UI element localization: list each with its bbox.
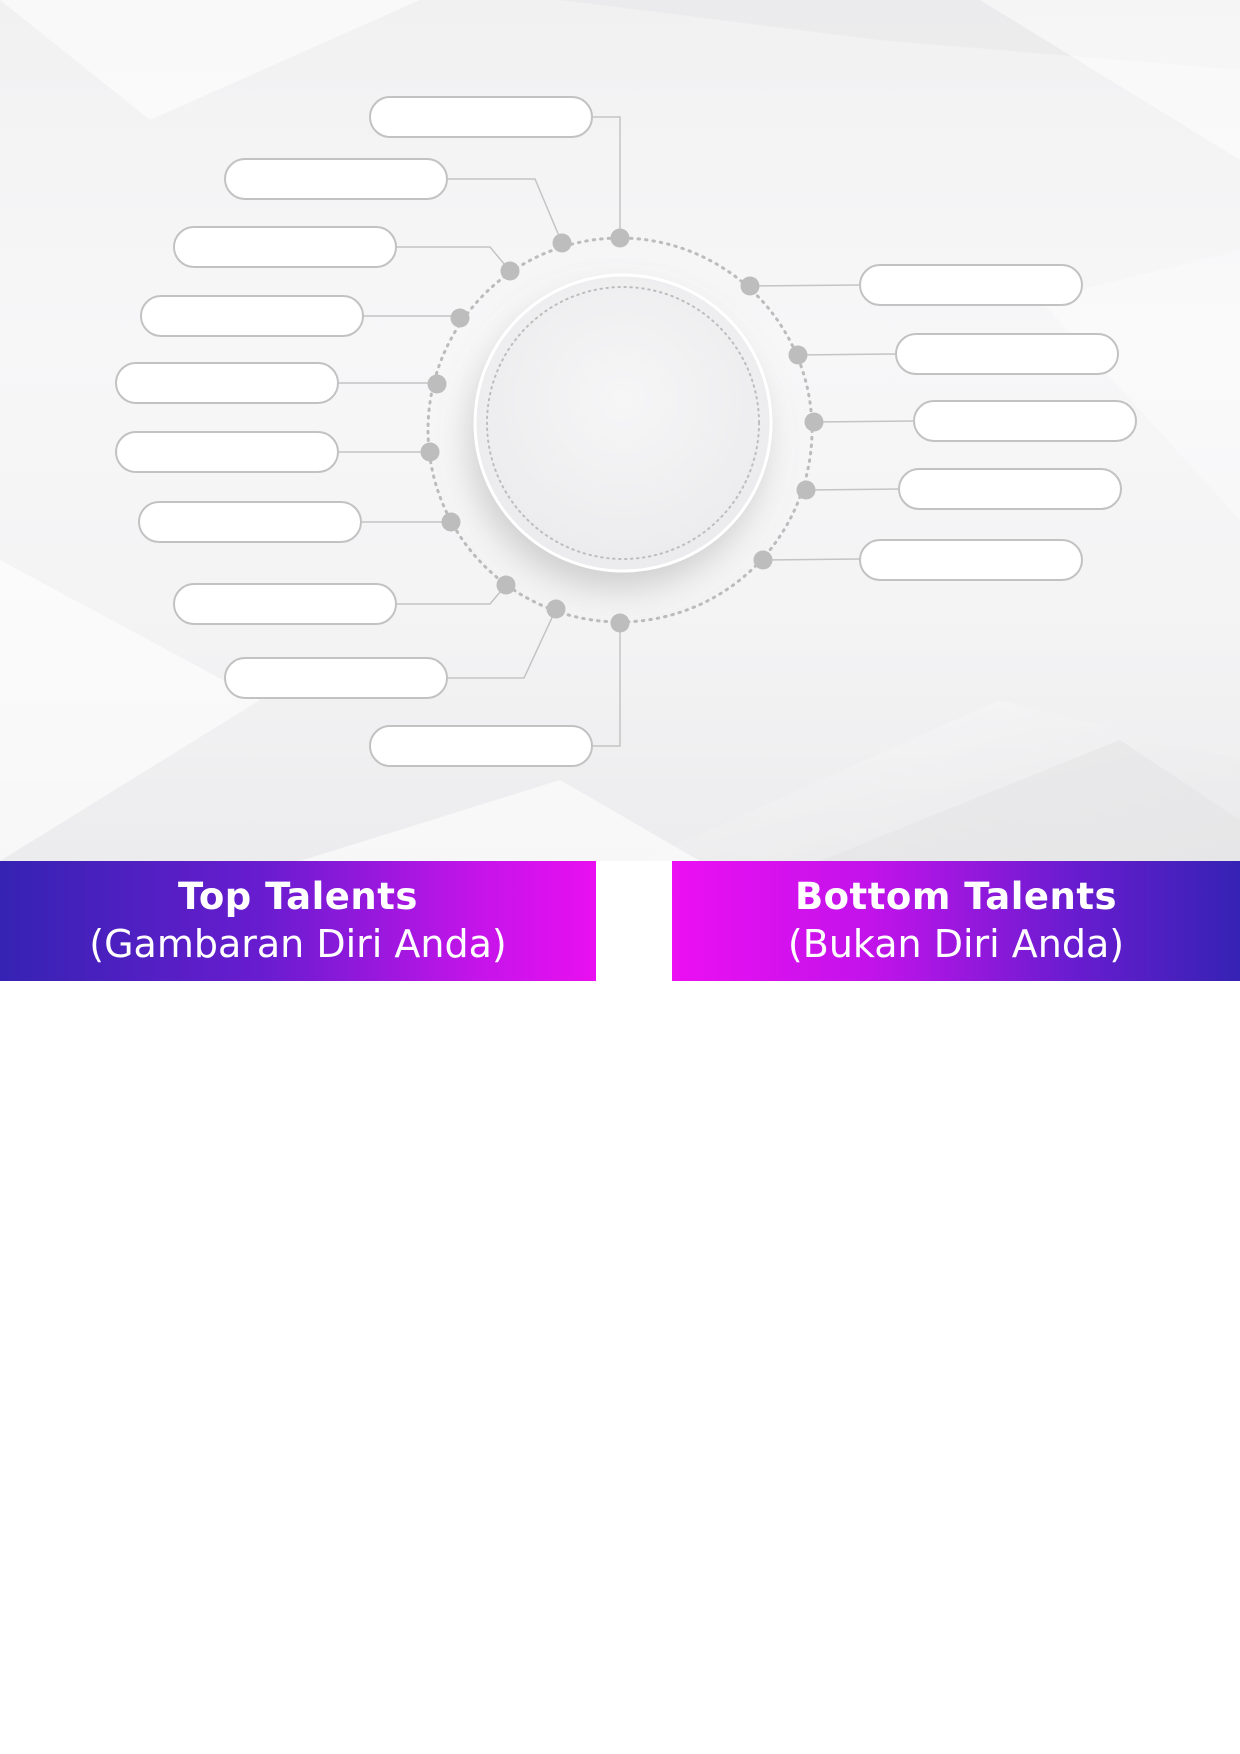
connector-left-8 [396,584,507,605]
orbit-node-right-3 [804,412,824,432]
orbit-node-right-1 [740,276,760,296]
label-box-outline [115,431,339,473]
label-box-outline [224,657,448,699]
right-label-box-5[interactable] [859,539,1083,581]
left-label-box-3[interactable] [173,226,397,268]
left-label-box-7[interactable] [138,501,362,543]
orbit-node-right-2 [788,345,808,365]
orbit-node-left-3 [500,261,520,281]
left-label-box-10[interactable] [369,725,593,767]
connector-left-1 [592,116,621,238]
right-label-box-3[interactable] [913,400,1137,442]
orbit-nodes [420,228,824,633]
label-box-outline [115,362,339,404]
connector-left-10 [592,623,621,747]
label-box-outline [859,539,1083,581]
label-boxes [115,96,1137,767]
label-box-outline [913,400,1137,442]
connector-left-2 [447,178,563,244]
orbit-node-left-6 [420,442,440,462]
connector-right-1 [749,284,861,287]
right-label-box-2[interactable] [895,333,1119,375]
right-label-box-4[interactable] [898,468,1122,510]
left-label-box-9[interactable] [224,657,448,699]
left-label-box-1[interactable] [369,96,593,138]
right-label-box-1[interactable] [859,264,1083,306]
orbit-node-left-10 [610,613,630,633]
connector-left-3 [396,246,511,272]
orbit-node-left-2 [552,233,572,253]
center-disc [473,273,773,573]
label-box-outline [895,333,1119,375]
left-label-box-4[interactable] [140,295,364,337]
talent-diagram-svg [0,0,1240,861]
background-facets [0,0,1240,861]
label-box-outline [369,96,593,138]
connector-right-2 [797,353,897,356]
label-box-outline [224,158,448,200]
left-label-box-6[interactable] [115,431,339,473]
top-talents-subtitle: (Gambaran Diri Anda) [89,922,507,966]
connector-left-9 [447,608,557,679]
bottom-talents-subtitle: (Bukan Diri Anda) [787,922,1125,966]
bottom-talents-title: Bottom Talents [794,875,1118,918]
bottom-talents-banner: Bottom Talents (Bukan Diri Anda) [672,861,1240,981]
label-box-outline [138,501,362,543]
left-label-box-8[interactable] [173,583,397,625]
label-box-outline [369,725,593,767]
orbit-node-left-9 [546,599,566,619]
label-box-outline [898,468,1122,510]
label-box-outline [173,226,397,268]
left-label-box-2[interactable] [224,158,448,200]
orbit-node-left-5 [427,374,447,394]
orbit-node-right-4 [796,480,816,500]
orbit-node-left-8 [496,575,516,595]
label-box-outline [173,583,397,625]
top-talents-title: Top Talents [178,875,418,918]
left-label-box-5[interactable] [115,362,339,404]
orbit-node-left-1 [610,228,630,248]
label-box-outline [140,295,364,337]
center-disc-inner-ring [486,286,760,560]
orbit-node-left-4 [450,308,470,328]
connector-right-4 [805,488,900,491]
connector-right-5 [762,558,861,561]
connector-right-3 [813,420,915,423]
orbit-node-right-5 [753,550,773,570]
talent-diagram [0,0,1240,861]
top-talents-banner: Top Talents (Gambaran Diri Anda) [0,861,596,981]
orbit-node-left-7 [441,512,461,532]
label-box-outline [859,264,1083,306]
